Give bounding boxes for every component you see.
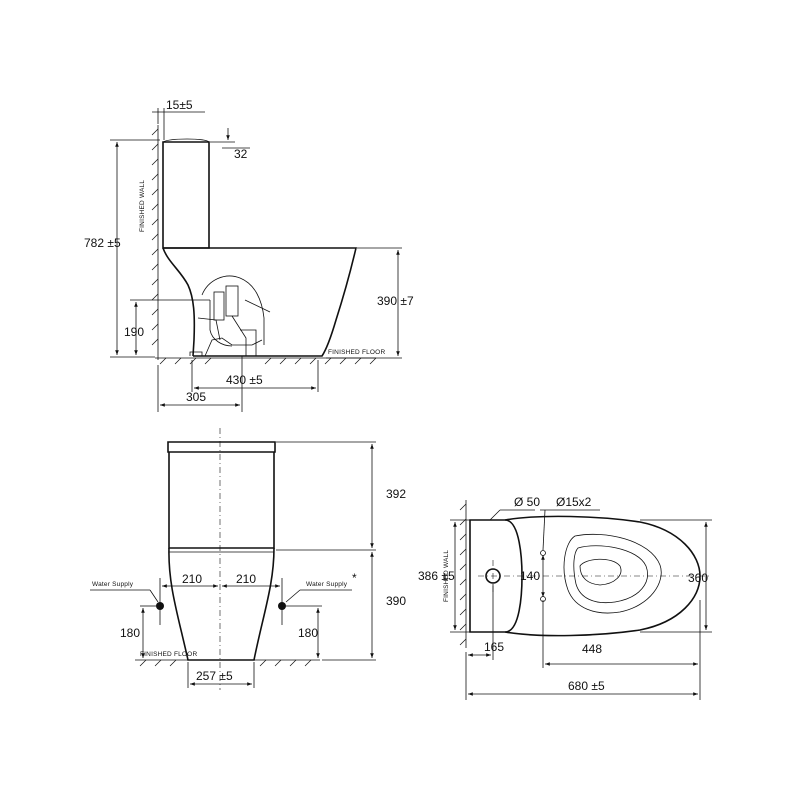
finished-wall-label-side: FINISHED WALL: [139, 180, 146, 232]
plan-wall-hatch: [459, 500, 467, 648]
base-width-label: 257 ±5: [196, 669, 233, 683]
finished-floor-label-side: FINISHED FLOOR: [328, 349, 385, 356]
fixing-hole-top-icon: [540, 550, 546, 556]
pan-length-label: 448: [582, 642, 602, 656]
pan-height-label: 390: [386, 594, 406, 608]
toilet-plan-outline: [469, 515, 712, 637]
side-view: 15±5 32 782 ±5 FINISHED WALL 390 ±7 190 …: [84, 98, 414, 412]
water-supply-right-label: Water Supply: [306, 581, 348, 588]
front-view: 392 390 Water Supply Water Supply * 210 …: [90, 428, 406, 690]
supply-height-left-label: 180: [120, 626, 140, 640]
cistern-height-label: 392: [386, 487, 406, 501]
toilet-side-outline: [162, 138, 358, 357]
seat-height-label: 390 ±7: [377, 294, 414, 308]
overall-length-label: 680 ±5: [568, 679, 605, 693]
wall-gap-label: 15±5: [166, 98, 193, 112]
outlet-height-label: 190: [124, 325, 144, 339]
fixing-spacing-label: 140: [520, 569, 540, 583]
side-dimensions: [110, 108, 402, 412]
fixing-holes-label: Ø15x2: [556, 495, 592, 509]
front-floor-hatch: [139, 659, 312, 667]
wall-hatch: [151, 125, 159, 360]
outlet-setout-plan-label: 165: [484, 640, 504, 654]
cistern-depth-label: 32: [234, 147, 248, 161]
floor-hatch: [155, 357, 377, 365]
water-supply-left-label: Water Supply: [92, 581, 134, 588]
base-depth-label: 430 ±5: [226, 373, 263, 387]
finished-wall-label-plan: FINISHED WALL: [443, 550, 450, 602]
supply-offset-right-label: 210: [236, 572, 256, 586]
plan-view: Ø 50 Ø15x2 FINISHED WALL 386 ±5 140 360 …: [418, 495, 712, 700]
outlet-setout-label: 305: [186, 390, 206, 404]
outlet-dia-label: Ø 50: [514, 495, 540, 509]
asterisk-label: *: [352, 571, 357, 585]
overall-height-label: 782 ±5: [84, 236, 121, 250]
supply-height-right-label: 180: [298, 626, 318, 640]
pan-width-label: 360: [688, 571, 708, 585]
finished-floor-label-front: FINISHED FLOOR: [140, 651, 197, 658]
cistern-width-label: 386 ±5: [418, 569, 455, 583]
supply-offset-left-label: 210: [182, 572, 202, 586]
